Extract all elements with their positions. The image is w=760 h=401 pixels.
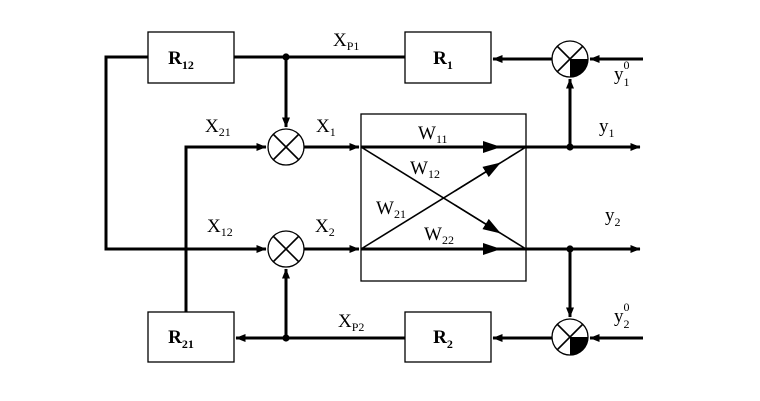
label-y2-setpoint: y20 [614,300,630,331]
label-x1: X1 [316,116,336,139]
sum-junction-2 [267,230,305,268]
label-y1: y1 [599,116,615,140]
label-r2: R2 [433,327,453,351]
label-r12: R12 [168,48,194,72]
label-x2: X2 [315,216,335,239]
label-xp2: XP2 [338,311,364,334]
w21-arrow [454,162,501,192]
comparator-1 [551,40,589,78]
block-r1 [404,31,492,84]
label-r1: R1 [433,48,453,72]
label-w22: W22 [424,224,454,247]
label-y2: y2 [605,205,621,229]
label-w11: W11 [418,123,448,146]
label-w21: W21 [376,198,406,221]
label-r21: R21 [168,327,194,351]
label-x21: X21 [205,116,231,139]
comparator-2 [551,318,589,356]
label-w12: W12 [410,158,440,181]
label-xp1: XP1 [333,30,359,53]
x21-line [184,143,267,312]
label-y1-setpoint: y10 [614,58,630,89]
block-r21 [147,311,235,363]
w12-arrow [454,204,501,234]
label-x12: X12 [207,216,233,239]
block-r12 [147,31,235,84]
sum-junction-1 [267,128,305,166]
block-r2 [404,311,492,363]
